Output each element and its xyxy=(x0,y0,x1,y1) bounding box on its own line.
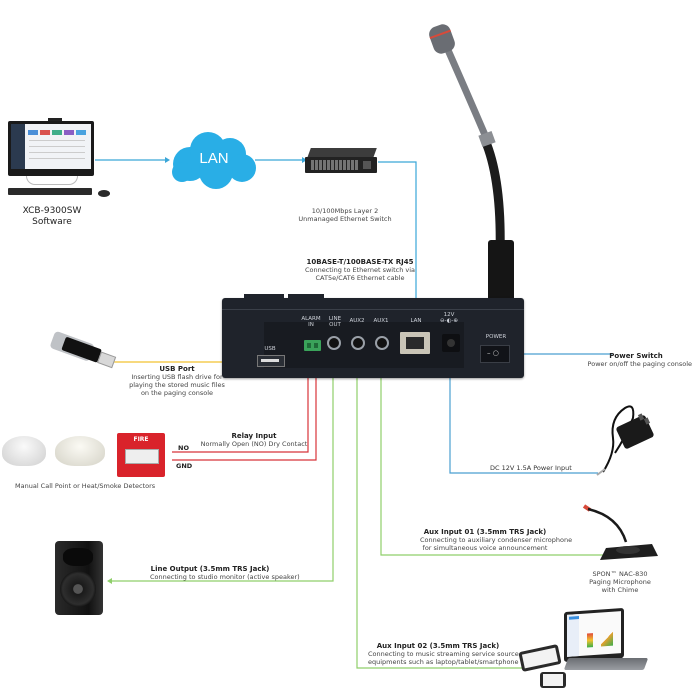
lan-cloud xyxy=(172,132,256,189)
pc-webcam xyxy=(48,118,62,122)
rj45-line2: CAT5e/CAT6 Ethernet cable xyxy=(315,274,405,282)
console-top-lip-left xyxy=(244,294,284,299)
usb-port-title: USB Port xyxy=(159,365,195,373)
microphone-caption-line3: with Chime xyxy=(601,586,639,594)
arrow-head xyxy=(302,157,307,163)
dc-input-annotation: DC 12V 1.5A Power Input xyxy=(490,464,572,472)
ethernet-switch xyxy=(305,148,379,178)
line-out-label-line1: LINE xyxy=(328,316,342,322)
arrow-head xyxy=(165,157,170,163)
pc-screen xyxy=(11,124,91,169)
usb-port-line2: playing the stored music files xyxy=(129,381,225,389)
lan-port-label: LAN xyxy=(410,318,422,324)
heat-detector xyxy=(55,436,105,466)
fire-label: FIRE xyxy=(133,436,149,443)
aux2-line2: equipments such as laptop/tablet/smartph… xyxy=(368,658,519,666)
software-subtitle: Software xyxy=(32,217,72,227)
power-switch-title: Power Switch xyxy=(609,352,663,360)
switch-caption: 10/100Mbps Layer 2 Unmanaged Ethernet Sw… xyxy=(290,207,400,223)
power-adapter xyxy=(596,405,654,476)
smoke-detector xyxy=(2,436,46,466)
switch-ports xyxy=(311,160,359,170)
aux2-annotation: Aux Input 02 (3.5mm TRS Jack) Connecting… xyxy=(368,642,519,666)
arrow-head xyxy=(107,578,112,584)
usb-port-annotation: USB Port Inserting USB flash drive for p… xyxy=(122,365,232,397)
aux2-line1: Connecting to music streaming service so… xyxy=(368,650,519,658)
rj45-line1: Connecting to Ethernet switch via xyxy=(304,266,416,274)
laptop xyxy=(558,607,649,688)
pc-monitor xyxy=(8,121,94,176)
line-out-annotation: Line Output (3.5mm TRS Jack) Connecting … xyxy=(150,565,300,581)
software-caption: XCB-9300SW Software xyxy=(10,206,94,228)
power-switch-annotation: Power Switch Power on/off the paging con… xyxy=(580,352,692,368)
software-title: XCB-9300SW xyxy=(22,206,82,216)
line-out-label-line2: OUT xyxy=(329,322,341,328)
rj45-annotation: 10BASE-T/100BASE-TX RJ45 Connecting to E… xyxy=(300,258,420,282)
usb-port-label: USB xyxy=(264,346,276,352)
power-switch-label: POWER xyxy=(485,334,507,340)
dc-input-jack[interactable] xyxy=(442,334,460,352)
line-out-jack[interactable] xyxy=(327,336,341,350)
usb-port-line1: Inserting USB flash drive for xyxy=(131,373,223,381)
console-top-lip-right xyxy=(288,294,324,299)
lan-cloud-label: LAN xyxy=(199,150,229,167)
microphone-caption-line1: SPON™ NAC-830 xyxy=(592,570,648,578)
usb-port-line3: on the paging console xyxy=(140,389,214,397)
alarm-in-label-line2: IN xyxy=(308,322,314,328)
wire-relay-gnd xyxy=(172,352,317,461)
aux2-label: AUX2 xyxy=(349,318,365,324)
pc-stand xyxy=(26,176,78,185)
wire-aux2 xyxy=(356,348,528,669)
gooseneck-microphone xyxy=(429,24,514,305)
wire-relay-no xyxy=(172,352,309,453)
detectors-caption: Manual Call Point or Heat/Smoke Detector… xyxy=(15,482,156,490)
wire-dc-power xyxy=(449,348,598,474)
power-switch[interactable]: – ○ xyxy=(480,345,510,363)
alarm-in-label: ALARM IN xyxy=(300,316,322,328)
wire-switch-to-rj45 xyxy=(378,161,417,340)
aux1-annotation: Aux Input 01 (3.5mm TRS Jack) Connecting… xyxy=(420,528,572,552)
switch-caption-line2: Unmanaged Ethernet Switch xyxy=(298,215,392,223)
dc-input-label: 12V⊖-◐-⊕ xyxy=(440,312,458,324)
alarm-in-terminal[interactable] xyxy=(304,340,321,351)
aux1-jack[interactable] xyxy=(375,336,389,350)
lan-port[interactable] xyxy=(400,332,430,354)
wire-aux1 xyxy=(380,348,605,556)
alarm-in-label-line1: ALARM xyxy=(301,316,321,322)
line-out-title: Line Output (3.5mm TRS Jack) xyxy=(150,565,270,573)
microphone-caption-line2: Paging Microphone xyxy=(589,578,651,586)
manual-call-point: FIRE xyxy=(117,433,165,477)
paging-console: USB ALARM IN LINE OUT AUX2 AUX1 LAN 12V⊖… xyxy=(222,294,524,378)
aux1-title: Aux Input 01 (3.5mm TRS Jack) xyxy=(423,528,547,536)
relay-line1: Normally Open (NO) Dry Contact xyxy=(200,440,308,448)
studio-monitor-speaker xyxy=(55,541,103,615)
aux1-label: AUX1 xyxy=(373,318,389,324)
relay-no-label: NO xyxy=(178,444,189,452)
aux2-jack[interactable] xyxy=(351,336,365,350)
line-out-line1: Connecting to studio monitor (active spe… xyxy=(150,573,300,581)
wire-line-out xyxy=(112,348,334,582)
keyboard xyxy=(8,188,92,195)
dc-input-label-text: 12V xyxy=(443,312,455,318)
line-out-label: LINE OUT xyxy=(324,316,346,328)
relay-title: Relay Input xyxy=(231,432,277,440)
mouse xyxy=(98,190,110,197)
usb-port[interactable] xyxy=(257,355,285,367)
switch-caption-line1: 10/100Mbps Layer 2 xyxy=(311,207,379,215)
pc-computer xyxy=(8,118,94,202)
power-switch-line1: Power on/off the paging console xyxy=(587,360,692,368)
relay-annotation: Relay Input Normally Open (NO) Dry Conta… xyxy=(200,432,308,448)
smartphone xyxy=(540,672,566,688)
aux2-title: Aux Input 02 (3.5mm TRS Jack) xyxy=(376,642,500,650)
aux1-line1: Connecting to auxiliary condenser microp… xyxy=(420,536,573,544)
aux1-line2: for simultaneous voice announcement xyxy=(422,544,548,552)
rj45-title: 10BASE-T/100BASE-TX RJ45 xyxy=(306,258,414,266)
desktop-paging-microphone xyxy=(582,504,658,560)
microphone-caption: SPON™ NAC-830 Paging Microphone with Chi… xyxy=(570,570,670,594)
relay-gnd-label: GND xyxy=(176,462,193,470)
